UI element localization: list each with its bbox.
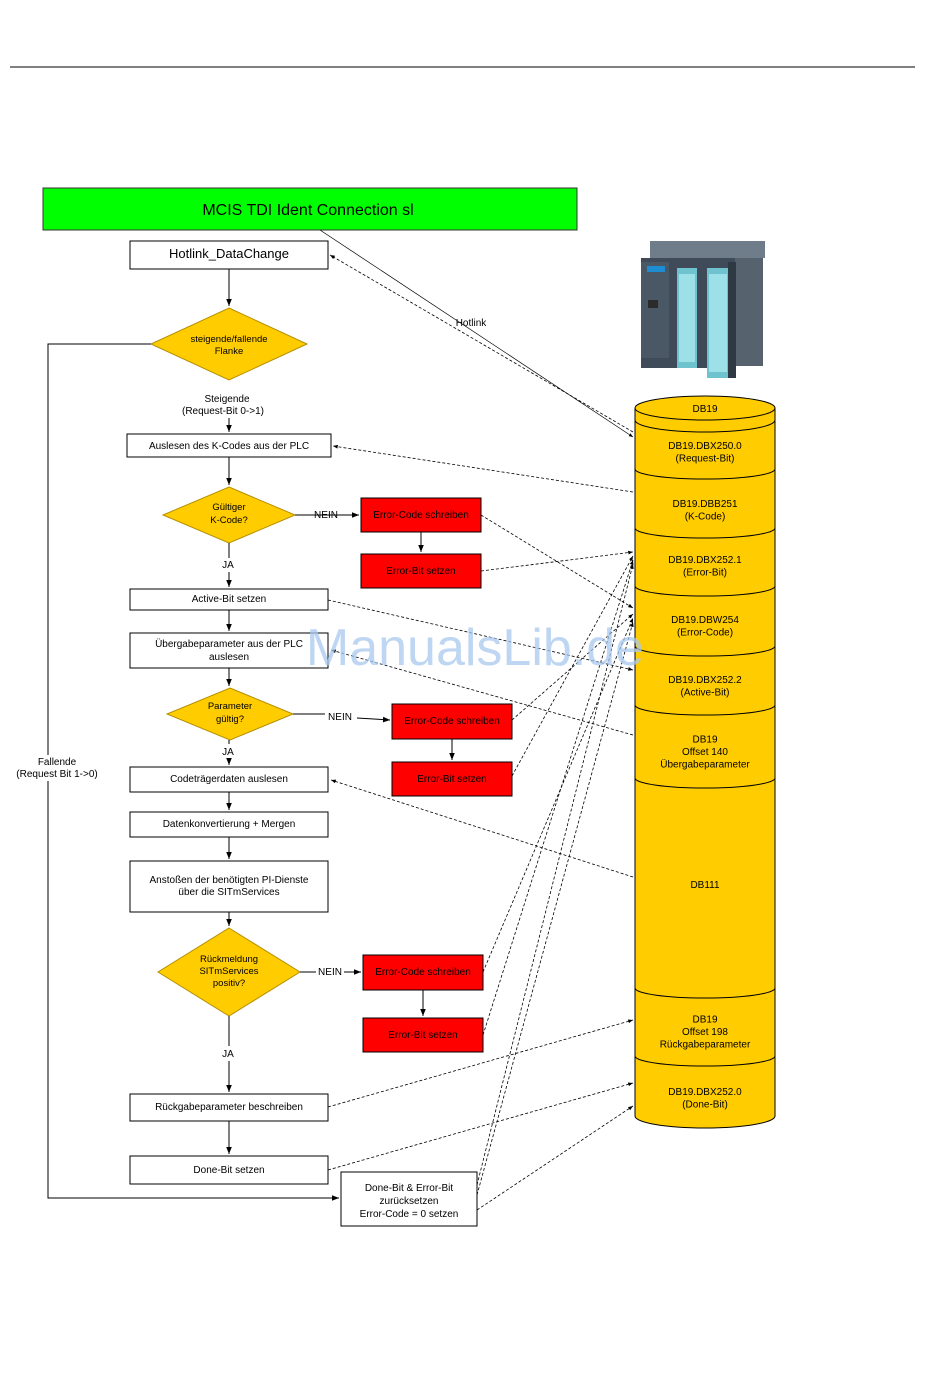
svg-text:Error-Code schreiben: Error-Code schreiben [373, 510, 469, 521]
node-error-code-3: Error-Code schreiben [362, 954, 484, 991]
rising-line-2: (Request-Bit 0->1) [182, 406, 264, 417]
rising-line-1: Steigende [204, 394, 249, 405]
nein-label-2: NEIN [328, 712, 352, 723]
svg-text:Error-Code = 0 setzen: Error-Code = 0 setzen [360, 1209, 459, 1220]
svg-text:auslesen: auslesen [209, 652, 249, 663]
flank-line-2: Flanke [215, 346, 244, 357]
svg-text:Parameter: Parameter [208, 701, 252, 712]
svg-text:Error-Bit setzen: Error-Bit setzen [417, 774, 486, 785]
svg-text:Anstoßen der benötigten PI-Die: Anstoßen der benötigten PI-Dienste [150, 875, 309, 886]
node-write-return: Rückgabeparameter beschreiben [129, 1093, 329, 1122]
db-top-label: DB19 [692, 404, 717, 415]
svg-text:zurücksetzen: zurücksetzen [380, 1196, 439, 1207]
db-segment-1-line-0: DB19.DBB251 [672, 499, 737, 510]
svg-text:gültig?: gültig? [216, 714, 244, 725]
svg-text:Error-Bit setzen: Error-Bit setzen [386, 566, 455, 577]
decision-flank: steigende/fallende Flanke [149, 307, 309, 381]
db-segment-5-line-2: Übergabeparameter [660, 759, 750, 771]
svg-text:Gültiger: Gültiger [212, 502, 245, 513]
ja-label-3: JA [222, 1049, 234, 1060]
flank-line-1: steigende/fallende [190, 334, 267, 345]
decision-kcode: Gültiger K-Code? [161, 486, 297, 544]
node-error-code-2: Error-Code schreiben [391, 703, 513, 740]
db-segment-0-line-1: (Request-Bit) [676, 453, 735, 464]
node-error-bit-3: Error-Bit setzen [362, 1017, 484, 1053]
db-segment-3-line-0: DB19.DBW254 [671, 615, 739, 626]
db-segment-5-line-0: DB19 [692, 735, 717, 746]
svg-text:Rückmeldung: Rückmeldung [200, 954, 258, 965]
svg-text:Active-Bit setzen: Active-Bit setzen [192, 594, 266, 605]
falling-line-2: (Request Bit 1->0) [16, 769, 97, 780]
ja-label-2: JA [222, 747, 234, 758]
node-active-bit: Active-Bit setzen [129, 588, 329, 611]
svg-text:Datenkonvertierung + Mergen: Datenkonvertierung + Mergen [163, 819, 296, 830]
data-connectors [319, 229, 634, 1211]
node-trigger-services: Anstoßen der benötigten PI-Dienste über … [129, 860, 329, 913]
db-cylinder [634, 395, 776, 1129]
db-segment-6-line-0: DB111 [690, 880, 720, 891]
falling-line-1: Fallende [38, 757, 77, 768]
svg-text:Done-Bit & Error-Bit: Done-Bit & Error-Bit [365, 1183, 454, 1194]
node-read-carrier: Codeträgerdaten auslesen [129, 766, 329, 793]
db-segment-4-line-1: (Active-Bit) [681, 687, 730, 698]
node-error-bit-1: Error-Bit setzen [360, 553, 482, 589]
svg-text:Error-Code schreiben: Error-Code schreiben [404, 716, 500, 727]
hotlink-label: Hotlink [456, 318, 488, 329]
db-segment-5-line-1: Offset 140 [682, 747, 728, 758]
db-segment-4-line-0: DB19.DBX252.2 [668, 675, 742, 686]
decision-feedback: Rückmeldung SITmServices positiv? [157, 927, 301, 1017]
page-title: MCIS TDI Ident Connection sl [202, 202, 413, 219]
db-segment-7-line-1: Offset 198 [682, 1027, 728, 1038]
node-reset: Done-Bit & Error-Bit zurücksetzen Error-… [340, 1171, 478, 1227]
svg-text:Übergabeparameter aus der PLC: Übergabeparameter aus der PLC [155, 638, 303, 650]
svg-text:Done-Bit setzen: Done-Bit setzen [193, 1165, 264, 1176]
node-error-bit-2: Error-Bit setzen [391, 761, 513, 797]
svg-text:positiv?: positiv? [213, 978, 245, 989]
node-hotlink: Hotlink_DataChange [129, 240, 329, 270]
watermark: ManualsLib.de [306, 619, 644, 677]
svg-text:Codeträgerdaten auslesen: Codeträgerdaten auslesen [170, 774, 288, 785]
node-done-bit: Done-Bit setzen [129, 1155, 329, 1185]
db-segment-3-line-1: (Error-Code) [677, 627, 733, 638]
svg-text:Auslesen des K-Codes aus der P: Auslesen des K-Codes aus der PLC [149, 441, 309, 452]
node-read-kcode: Auslesen des K-Codes aus der PLC [126, 433, 332, 458]
db-segment-7-line-0: DB19 [692, 1015, 717, 1026]
svg-text:über die SITmServices: über die SITmServices [178, 887, 279, 898]
svg-text:K-Code?: K-Code? [210, 515, 248, 526]
db-segment-2-line-1: (Error-Bit) [683, 567, 727, 578]
decision-params: Parameter gültig? [165, 687, 295, 741]
nein-label-3: NEIN [318, 967, 342, 978]
db-segment-2-line-0: DB19.DBX252.1 [668, 555, 742, 566]
db-segment-1-line-1: (K-Code) [685, 511, 726, 522]
svg-text:Error-Code schreiben: Error-Code schreiben [375, 967, 471, 978]
header-banner: MCIS TDI Ident Connection sl [42, 187, 578, 231]
node-read-params: Übergabeparameter aus der PLC auslesen [129, 632, 329, 669]
svg-text:Rückgabeparameter beschreiben: Rückgabeparameter beschreiben [155, 1102, 303, 1113]
svg-text:Error-Bit setzen: Error-Bit setzen [388, 1030, 457, 1041]
plc-device-icon [641, 241, 765, 378]
db-segment-8-line-1: (Done-Bit) [682, 1099, 728, 1110]
flow-connectors [47, 269, 455, 1201]
db-segment-0-line-0: DB19.DBX250.0 [668, 441, 742, 452]
db-segment-8-line-0: DB19.DBX252.0 [668, 1087, 742, 1098]
node-convert: Datenkonvertierung + Mergen [129, 811, 329, 838]
db-segment-labels: DB19.DBX250.0(Request-Bit) DB19.DBB251(K-… [660, 441, 751, 1111]
node-error-code-1: Error-Code schreiben [360, 497, 482, 533]
svg-text:Hotlink_DataChange: Hotlink_DataChange [169, 246, 289, 261]
ja-label-1: JA [222, 560, 234, 571]
db-segment-7-line-2: Rückgabeparameter [660, 1040, 751, 1051]
svg-text:SITmServices: SITmServices [199, 966, 258, 977]
